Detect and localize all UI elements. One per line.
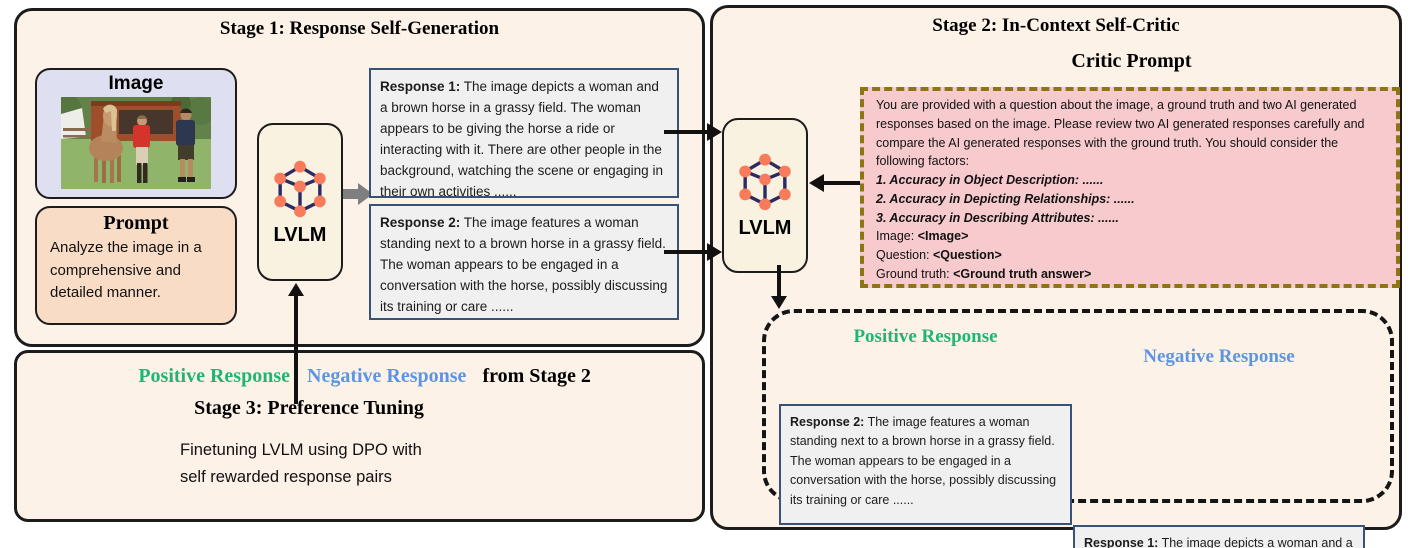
negative-response-box-label: Response 1: [1084,536,1159,548]
stage1-panel: Stage 1: Response Self-Generation Image [14,8,705,347]
prompt-card-text: Analyze the image in a comprehensive and… [50,239,202,301]
positive-response-title: Positive Response [853,326,998,347]
network-cube-icon [274,160,326,217]
stage2-panel: Stage 2: In-Context Self-Critic Critic P… [710,5,1402,548]
critic-field-image: Image: <Image> [876,229,969,244]
positive-response-box-text: The image features a woman standing next… [790,415,1057,507]
network-cube-icon [739,153,791,211]
lvlm-label: LVLM [738,217,792,239]
response1-text: The image depicts a woman and a brown ho… [380,79,663,199]
stage2-title: Stage 2: In-Context Self-Critic [932,15,1180,36]
critic-factor-2: 2. Accuracy in Depicting Relationships: … [876,191,1135,206]
prompt-card-title: Prompt [103,212,169,234]
critic-factor-1: 1. Accuracy in Object Description: .....… [876,173,1104,187]
negative-response-title: Negative Response [1143,346,1295,367]
horse-riders-photo [61,97,211,189]
preference-pair-dashed-box [762,309,1394,503]
critic-field-ground-truth: Ground truth: <Ground truth answer> [876,266,1092,281]
stage1-title: Stage 1: Response Self-Generation [219,18,500,39]
positive-response-label: Positive Response [138,365,290,387]
prompt-card: Prompt Analyze the image in a comprehens… [35,206,237,325]
stage3-pair-line: Positive Response Negative Response from … [17,365,702,395]
response2-box: Response 2: The image features a woman s… [369,204,679,320]
image-card: Image [35,68,237,199]
critic-prompt-box: You are provided with a question about t… [860,87,1400,288]
from-stage2-label: from Stage 2 [482,365,591,387]
negative-response-box: Response 1: The image depicts a woman an… [1073,525,1365,548]
critic-intro: You are provided with a question about t… [876,98,1365,169]
image-card-title: Image [108,73,164,94]
stage3-panel: Positive Response Negative Response from … [14,350,705,522]
response2-text: The image features a woman standing next… [380,215,668,314]
lvlm-label: LVLM [273,223,327,246]
negative-response-label: Negative Response [307,365,467,387]
lvlm-box-stage2: LVLM [722,118,808,273]
critic-field-question: Question: <Question> [876,248,1002,262]
critic-factor-3: 3. Accuracy in Describing Attributes: ..… [876,210,1119,225]
stage3-title: Stage 3: Preference Tuning [194,397,424,419]
critic-prompt-title: Critic Prompt [1071,50,1192,72]
positive-response-box: Response 2: The image features a woman s… [779,404,1072,525]
lvlm-box-stage1: LVLM [257,123,343,281]
response1-box: Response 1: The image depicts a woman an… [369,68,679,199]
positive-response-box-label: Response 2: [790,415,865,429]
response1-label: Response 1: [380,79,461,94]
stage3-description: Finetuning LVLM using DPO with self rewa… [180,441,422,487]
response2-label: Response 2: [380,215,461,230]
negative-response-box-text: The image depicts a woman and a brown ho… [1161,536,1353,548]
